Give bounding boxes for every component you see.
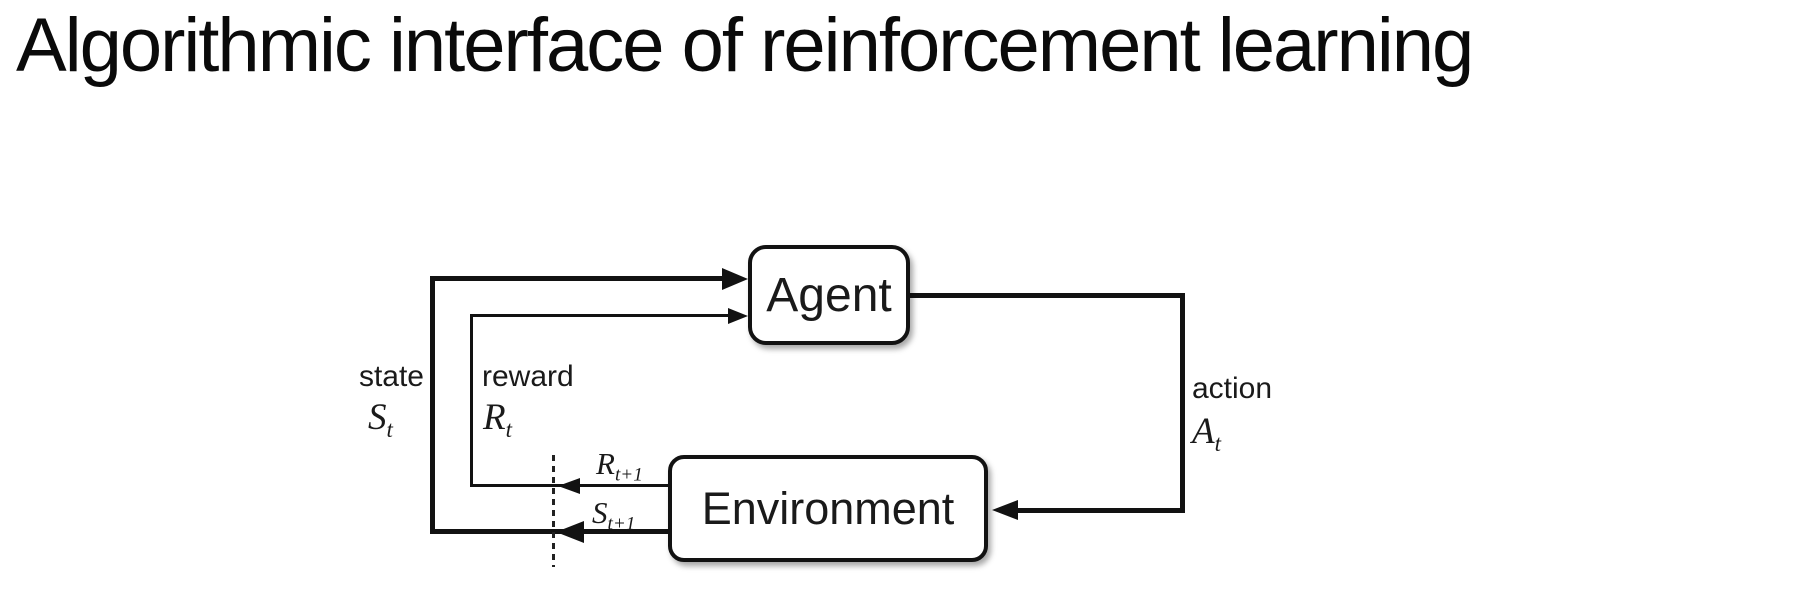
next-reward-arrowhead-icon: [558, 478, 580, 494]
next-state-arrowhead-icon: [556, 521, 584, 543]
state-symbol: St: [368, 396, 393, 442]
action-line-right: [1180, 293, 1185, 513]
state-symbol-letter: S: [368, 397, 387, 438]
agent-node: Agent: [748, 245, 910, 345]
state-label: state: [358, 360, 424, 393]
state-arrowhead-icon: [722, 268, 748, 290]
action-symbol-letter: A: [1192, 411, 1215, 452]
state-symbol-subscript: t: [386, 417, 393, 443]
action-arrowhead-icon: [992, 500, 1018, 520]
action-symbol-subscript: t: [1214, 431, 1221, 457]
environment-node: Environment: [668, 455, 988, 562]
action-line-top: [910, 293, 1185, 298]
next-state-symbol-letter: S: [592, 495, 608, 530]
action-line-bottom: [1018, 508, 1185, 513]
next-state-line: [432, 529, 668, 534]
reward-line-left: [470, 314, 473, 487]
action-symbol: At: [1192, 410, 1221, 456]
environment-node-label: Environment: [701, 482, 955, 534]
next-reward-symbol-letter: R: [596, 446, 615, 481]
state-line-top: [430, 276, 722, 281]
reward-label: reward: [482, 360, 574, 393]
next-state-symbol-subscript: t+1: [607, 513, 636, 535]
time-step-divider-line: [552, 455, 555, 567]
reward-arrowhead-icon: [728, 308, 748, 324]
slide-title: Algorithmic interface of reinforcement l…: [16, 3, 1474, 88]
action-label: action: [1192, 372, 1273, 405]
next-reward-symbol: Rt+1: [596, 446, 643, 485]
reward-line-top: [470, 314, 728, 317]
agent-node-label: Agent: [766, 268, 892, 322]
reward-symbol-subscript: t: [505, 417, 512, 443]
next-reward-symbol-subscript: t+1: [614, 464, 643, 486]
reward-symbol-letter: R: [483, 397, 506, 438]
next-state-symbol: St+1: [592, 495, 635, 534]
state-line-left: [430, 276, 435, 534]
reward-symbol: Rt: [483, 396, 512, 442]
